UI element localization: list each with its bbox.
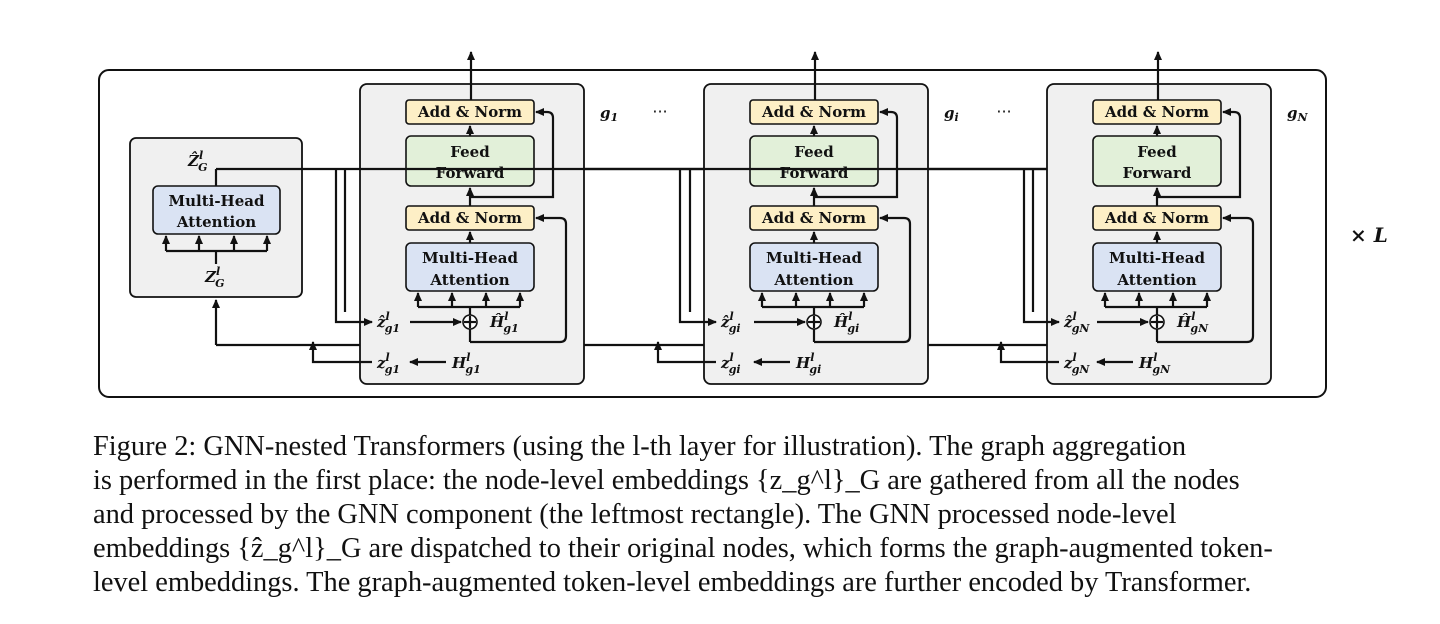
gnn-mha-label-2: Attention [176,213,256,231]
ellipsis-1: ··· [652,102,667,121]
block-box [1046,83,1272,385]
mha-label-2: Attention [773,271,853,289]
add-norm-top-box [749,99,879,125]
block-box [703,83,929,385]
caption-line-2: is performed in the first place: the nod… [93,465,1240,496]
ellipsis-2: ··· [996,102,1011,121]
mha-label-1: Multi-Head [1109,249,1205,267]
gnn-mha-label-1: Multi-Head [169,192,265,210]
add-norm-top-label: Add & Norm [417,103,522,121]
mha-label-2: Attention [429,271,509,289]
block-box [359,83,585,385]
add-norm-top-label: Add & Norm [1104,103,1209,121]
feed-forward-label-2: Forward [436,164,505,182]
bus-lines [212,167,1060,364]
add-norm-top-box [405,99,535,125]
add-norm-top-label: Add & Norm [761,103,866,121]
caption-line-1: Figure 2: GNN-nested Transformers (using… [93,431,1187,462]
feed-forward-label-2: Forward [780,164,849,182]
feed-forward-label-1: Feed [794,143,834,161]
feed-forward-label-1: Feed [450,143,490,161]
mha-label-1: Multi-Head [766,249,862,267]
feed-forward-label-2: Forward [1123,164,1192,182]
figure-caption: Figure 2: GNN-nested Transformers (using… [93,430,1353,600]
repeat-label: × L [1350,223,1388,247]
caption-line-4: embeddings {ẑ_g^l}_G are dispatched to t… [93,533,1273,564]
mha-label-1: Multi-Head [422,249,518,267]
add-norm-top-box [1092,99,1222,125]
feed-forward-label-1: Feed [1137,143,1177,161]
group-label: g1 [600,104,618,124]
group-label: gi [944,104,959,124]
mha-label-2: Attention [1116,271,1196,289]
caption-line-5: level embeddings. The graph-augmented to… [93,567,1252,598]
add-norm-mid-label: Add & Norm [417,209,522,227]
caption-line-3: and processed by the GNN component (the … [93,499,1177,530]
add-norm-mid-label: Add & Norm [761,209,866,227]
group-label: gN [1287,104,1309,124]
add-norm-mid-label: Add & Norm [1104,209,1209,227]
